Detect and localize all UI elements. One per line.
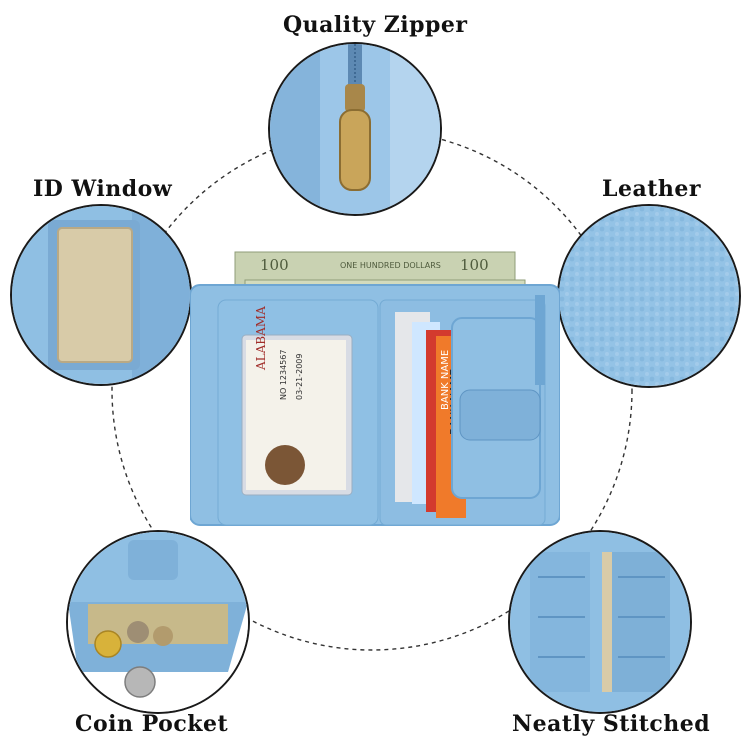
id-date-text: 03-21-2009 xyxy=(295,354,304,401)
id-window-detail-image xyxy=(10,204,192,386)
bill-denomination-top: 100 xyxy=(260,256,289,274)
quality-zipper-label: Quality Zipper xyxy=(283,12,468,38)
bill-banner-top: ONE HUNDRED DOLLARS xyxy=(340,261,441,270)
id-state-text: ALABAMA xyxy=(254,306,268,371)
neatly-stitched-label: Neatly Stitched xyxy=(512,711,711,737)
zipper-detail-image xyxy=(268,42,442,216)
card-text-2: BANK NAME xyxy=(440,350,451,410)
bill-denomination-top-right: 100 xyxy=(460,256,489,274)
id-window-label: ID Window xyxy=(33,176,173,202)
coin-pocket-detail-image xyxy=(66,530,250,714)
coin-pocket-label: Coin Pocket xyxy=(75,711,229,737)
stitching-detail-image xyxy=(508,530,692,714)
leather-label: Leather xyxy=(602,176,701,202)
id-number-text: NO 1234567 xyxy=(279,350,288,400)
wallet-main-image: 100 ONE HUNDRED DOLLARS 100 100 100 ALAB… xyxy=(190,251,560,526)
leather-texture-image xyxy=(557,204,741,388)
